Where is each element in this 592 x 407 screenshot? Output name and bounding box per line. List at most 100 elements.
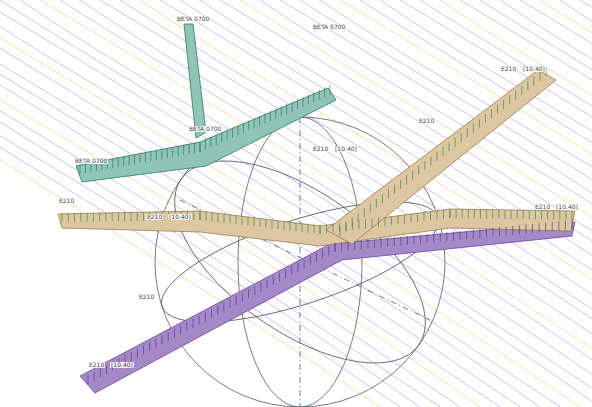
streamline [200, 0, 592, 407]
hatch-tick [143, 212, 144, 221]
hatch-tick [174, 329, 175, 338]
callout-label: E210 [138, 294, 155, 300]
hatch-tick [456, 209, 457, 218]
hatch-tick [437, 211, 438, 220]
hatch-tick [137, 349, 138, 358]
hatch-tick [453, 232, 454, 241]
hatch-tick [367, 240, 368, 249]
hatch-tick [374, 239, 375, 248]
hatch-tick [236, 215, 237, 224]
tan-wing [58, 70, 575, 246]
hatch-tick [248, 289, 249, 298]
hatch-tick [200, 142, 201, 152]
hatch-tick [330, 85, 331, 95]
hatch-tick [449, 142, 450, 151]
hatch-tick [265, 114, 266, 124]
hatch-tick [308, 224, 309, 233]
hatch-tick [286, 104, 287, 114]
streamline [440, 0, 592, 407]
hatch-tick [547, 211, 548, 220]
hatch-tick [450, 209, 451, 218]
hatch-tick [93, 213, 94, 222]
hatch-tick [417, 213, 418, 222]
hatch-tick [279, 273, 280, 282]
hatch-tick [237, 125, 238, 135]
hatch-tick [326, 224, 327, 233]
hatch-tick [485, 114, 486, 123]
hatch-tick [492, 210, 493, 219]
hatch-tick [479, 229, 480, 238]
hatch-tick [112, 212, 113, 221]
hatch-tick [68, 213, 69, 222]
hatch-tick [230, 215, 231, 224]
streamline [0, 0, 400, 407]
hatch-tick [430, 156, 431, 165]
streamline [380, 0, 592, 407]
hatch-tick [387, 238, 388, 247]
hatch-tick [292, 102, 293, 112]
hatch-tick [216, 135, 217, 145]
hatch-tick [285, 269, 286, 278]
hatch-tick [118, 157, 119, 167]
hatch-tick [474, 209, 475, 218]
hatch-tick [254, 217, 255, 226]
hatch-tick [539, 223, 540, 232]
hatch-tick [168, 332, 169, 341]
hatch-tick [480, 210, 481, 219]
hatch-tick [473, 230, 474, 239]
hatch-tick [541, 211, 542, 220]
hatch-tick [221, 133, 222, 143]
hatch-tick [172, 147, 173, 157]
hatch-tick [290, 222, 291, 231]
hatch-tick [314, 224, 315, 233]
hatch-tick [509, 95, 510, 104]
hatch-tick [112, 158, 113, 168]
hatch-tick [210, 137, 211, 147]
hatch-tick [407, 236, 408, 245]
hatch-tick [352, 218, 353, 227]
hatch-tick [297, 99, 298, 109]
hatch-tick [406, 175, 407, 184]
hatch-tick [313, 92, 314, 102]
hatch-tick [559, 211, 560, 220]
hatch-tick [100, 368, 101, 377]
hatch-tick [273, 276, 274, 285]
hatch-tick [322, 250, 323, 259]
hatch-tick [155, 339, 156, 348]
hatch-tick [572, 220, 573, 229]
hatch-tick [533, 76, 534, 85]
hatch-tick [468, 209, 469, 218]
hatch-tick [266, 219, 267, 228]
callout-label: E210 [534, 204, 551, 210]
hatch-tick [105, 212, 106, 221]
hatch-tick [328, 246, 329, 255]
hatch-tick [260, 283, 261, 292]
callout-label: [10.40] [110, 362, 134, 368]
hatch-tick [335, 243, 336, 252]
hatch-tick [539, 72, 540, 81]
hatch-tick [506, 226, 507, 235]
hatch-tick [333, 223, 334, 232]
hatch-tick [193, 211, 194, 220]
callout-label: E210 [418, 118, 435, 124]
hatch-tick [527, 81, 528, 90]
hatch-tick [272, 219, 273, 228]
streamline [480, 0, 592, 407]
streamline [0, 0, 500, 407]
hatch-tick [205, 312, 206, 321]
hatch-tick [140, 153, 141, 163]
hatch-tick [88, 375, 89, 384]
hatch-tick [545, 223, 546, 232]
hatch-tick [523, 210, 524, 219]
hatch-tick [359, 220, 360, 229]
hatch-tick [462, 209, 463, 218]
callout-label: BETA 0700 [188, 126, 222, 132]
hatch-tick [149, 342, 150, 351]
streamline [0, 0, 520, 407]
hatch-tick [129, 155, 130, 165]
hatch-tick [499, 227, 500, 236]
hatch-tick [162, 335, 163, 344]
hatch-tick [391, 216, 392, 225]
hatch-tick [446, 232, 447, 241]
hatch-tick [267, 279, 268, 288]
